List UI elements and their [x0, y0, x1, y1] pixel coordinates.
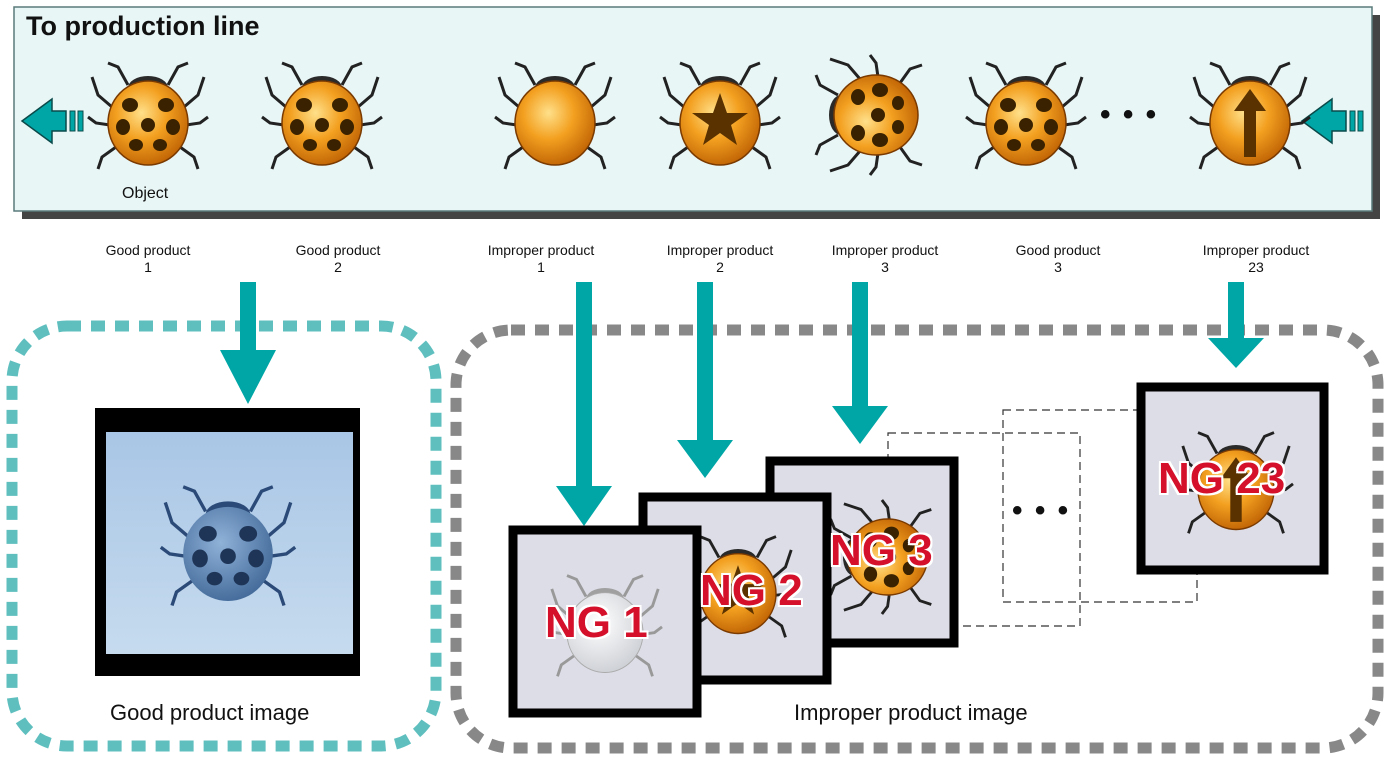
product-label-good-1: Good product 1: [73, 242, 223, 276]
product-number: 3: [881, 259, 889, 275]
product-label-improper-3: Improper product 3: [810, 242, 960, 276]
product-name: Good product: [1015, 242, 1101, 258]
good-image-label: Good product image: [110, 700, 310, 725]
product-number: 2: [716, 259, 724, 275]
ng23-ladybug-icon: [1177, 431, 1295, 535]
down-arrow-good-icon: [220, 282, 276, 404]
product-label-improper-23: Improper product 23: [1181, 242, 1331, 276]
object-label: Object: [122, 185, 169, 202]
good-image-group-border: [6, 320, 442, 752]
product-label-good-2: Good product 2: [263, 242, 413, 276]
ng-label-1: NG 1: [545, 598, 648, 647]
flow-left-arrow-icon: [20, 97, 84, 145]
ng-label-3: NG 3: [830, 526, 933, 575]
product-number: 3: [1054, 259, 1062, 275]
product-name: Improper product: [487, 242, 595, 258]
ng1-ladybug-icon: [547, 574, 663, 677]
product-number: 2: [334, 259, 342, 275]
product-label-good-3: Good product 3: [983, 242, 1133, 276]
down-arrow-improper-2-icon: [677, 282, 733, 478]
product-label-improper-1: Improper product 1: [466, 242, 616, 276]
good-product-ladybug-icon: [159, 485, 297, 607]
product-number: 1: [537, 259, 545, 275]
line-ellipsis: • • •: [1100, 98, 1159, 131]
ng-label-2: NG 2: [700, 566, 803, 615]
ng-series-ellipsis: • • •: [1012, 494, 1071, 527]
ng2-ladybug-icon: [679, 535, 797, 639]
product-name: Improper product: [1202, 242, 1310, 258]
ng-label-23: NG 23: [1158, 454, 1286, 503]
product-name: Improper product: [831, 242, 939, 258]
product-name: Improper product: [666, 242, 774, 258]
down-arrow-improper-3-icon: [832, 282, 888, 444]
down-arrow-improper-1-icon: [556, 282, 612, 526]
product-label-improper-2: Improper product 2: [645, 242, 795, 276]
improper-image-label: Improper product image: [794, 700, 1028, 725]
flow-right-arrow-icon: [1300, 97, 1364, 145]
product-number: 1: [144, 259, 152, 275]
ng-series-dashed-frame-1: [887, 432, 1081, 627]
product-name: Good product: [295, 242, 381, 258]
ladybug-improper-23-icon: [1188, 61, 1312, 171]
product-number: 23: [1248, 259, 1264, 275]
product-name: Good product: [105, 242, 191, 258]
down-arrow-improper-23-icon: [1208, 282, 1264, 368]
ladybug-improper-2-icon: [658, 61, 782, 171]
production-line-title: To production line: [26, 11, 260, 41]
